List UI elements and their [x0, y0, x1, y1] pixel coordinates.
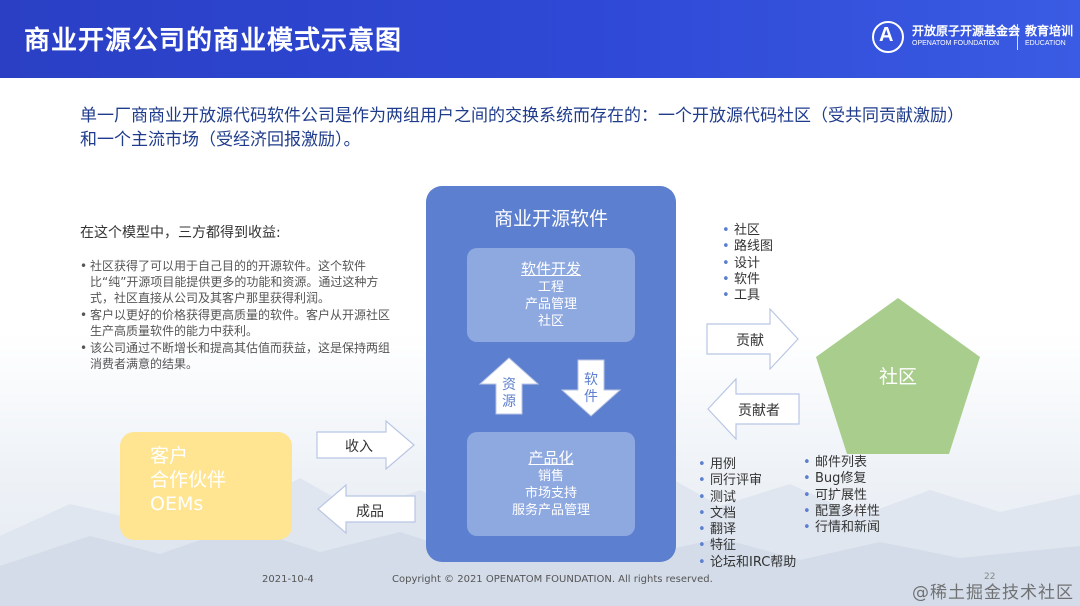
oem-label: OEMs: [150, 493, 204, 515]
list-item: 测试: [698, 490, 796, 507]
footer-date: 2021-10-4: [262, 574, 314, 585]
benefit-item: 该公司通过不断增长和提高其估值而获益，这是保持两组消费者满意的结果。: [80, 340, 396, 372]
list-item: 设计: [722, 256, 773, 273]
partner-label: 合作伙伴: [150, 469, 227, 491]
software-dev-box: 软件开发 工程 产品管理 社区: [467, 248, 635, 342]
list-item: 行情和新闻: [803, 520, 880, 537]
software-dev-item: 社区: [537, 314, 564, 329]
logo-name-cn: 开放原子开源基金会: [912, 24, 1021, 38]
list-item: 论坛和IRC帮助: [698, 555, 796, 572]
software-dev-title: 软件开发: [520, 260, 581, 278]
community-label: 社区: [878, 366, 917, 388]
productization-item: 销售: [537, 469, 564, 484]
list-item: 用例: [698, 457, 796, 474]
customer-label: 客户: [150, 445, 189, 467]
page-title: 商业开源公司的商业模式示意图: [24, 26, 403, 56]
software-down-arrow: 软 件: [560, 358, 622, 418]
product-arrow: 成品: [316, 483, 416, 535]
productization-title: 产品化: [528, 449, 574, 467]
benefit-item: 客户以更好的价格获得更高质量的软件。客户从开源社区生产高质量软件的能力中获利。: [80, 307, 396, 339]
contributor-list-right: 邮件列表 Bug修复 可扩展性 配置多样性 行情和新闻: [803, 455, 880, 537]
software-dev-item: 工程: [537, 280, 564, 295]
list-item: 社区: [722, 223, 773, 240]
list-item: 软件: [722, 272, 773, 289]
productization-item: 服务产品管理: [511, 503, 590, 518]
model-heading: 在这个模型中，三方都得到收益:: [80, 225, 281, 241]
list-item: 翻译: [698, 522, 796, 539]
list-item: 配置多样性: [803, 504, 880, 521]
commercial-oss-title: 商业开源软件: [493, 208, 608, 230]
logo-education-cn: 教育培训: [1025, 24, 1074, 38]
list-item: 路线图: [722, 239, 773, 256]
header-bar: 商业开源公司的商业模式示意图 A 开放原子开源基金会 OPENATOM FOUN…: [0, 0, 1080, 78]
list-item: 邮件列表: [803, 455, 880, 472]
logo-name-en: OPENATOM FOUNDATION: [912, 40, 1000, 47]
contribute-arrow: 贡献: [706, 307, 800, 371]
list-item: 工具: [722, 288, 773, 305]
page-number: 22: [984, 572, 996, 582]
intro-paragraph: 单一厂商商业开放源代码软件公司是作为两组用户之间的交换系统而存在的：一个开放源代…: [80, 106, 956, 150]
list-item: 同行评审: [698, 473, 796, 490]
openatom-logo-icon: A: [872, 21, 904, 53]
benefit-list: 社区获得了可以用于自己目的的开源软件。这个软件比“纯”开源项目能提供更多的功能和…: [80, 258, 396, 373]
list-item: Bug修复: [803, 471, 880, 488]
logo-divider: [1017, 24, 1018, 50]
contribution-list: 社区 路线图 设计 软件 工具: [722, 223, 773, 305]
income-arrow: 收入: [316, 419, 416, 471]
watermark: @稀土掘金技术社区: [912, 583, 1074, 603]
productization-box: 产品化 销售 市场支持 服务产品管理: [467, 432, 635, 536]
productization-item: 市场支持: [524, 486, 577, 501]
community-pentagon: [816, 298, 980, 454]
software-dev-item: 产品管理: [524, 297, 577, 312]
commercial-oss-box: 商业开源软件 软件开发 工程 产品管理 社区 产品化 销售 市场支持 服务产品管…: [426, 186, 676, 562]
customer-box: 客户 合作伙伴 OEMs: [120, 432, 292, 540]
list-item: 可扩展性: [803, 488, 880, 505]
contributor-arrow: 贡献者: [706, 377, 800, 441]
logo-education-en: EDUCATION: [1025, 40, 1066, 47]
list-item: 特征: [698, 538, 796, 555]
benefit-item: 社区获得了可以用于自己目的的开源软件。这个软件比“纯”开源项目能提供更多的功能和…: [80, 258, 396, 306]
list-item: 文档: [698, 506, 796, 523]
resource-up-arrow: 资 源: [478, 356, 540, 416]
contributor-list-left: 用例 同行评审 测试 文档 翻译 特征 论坛和IRC帮助: [698, 457, 796, 571]
footer-copyright: Copyright © 2021 OPENATOM FOUNDATION. Al…: [392, 574, 713, 585]
